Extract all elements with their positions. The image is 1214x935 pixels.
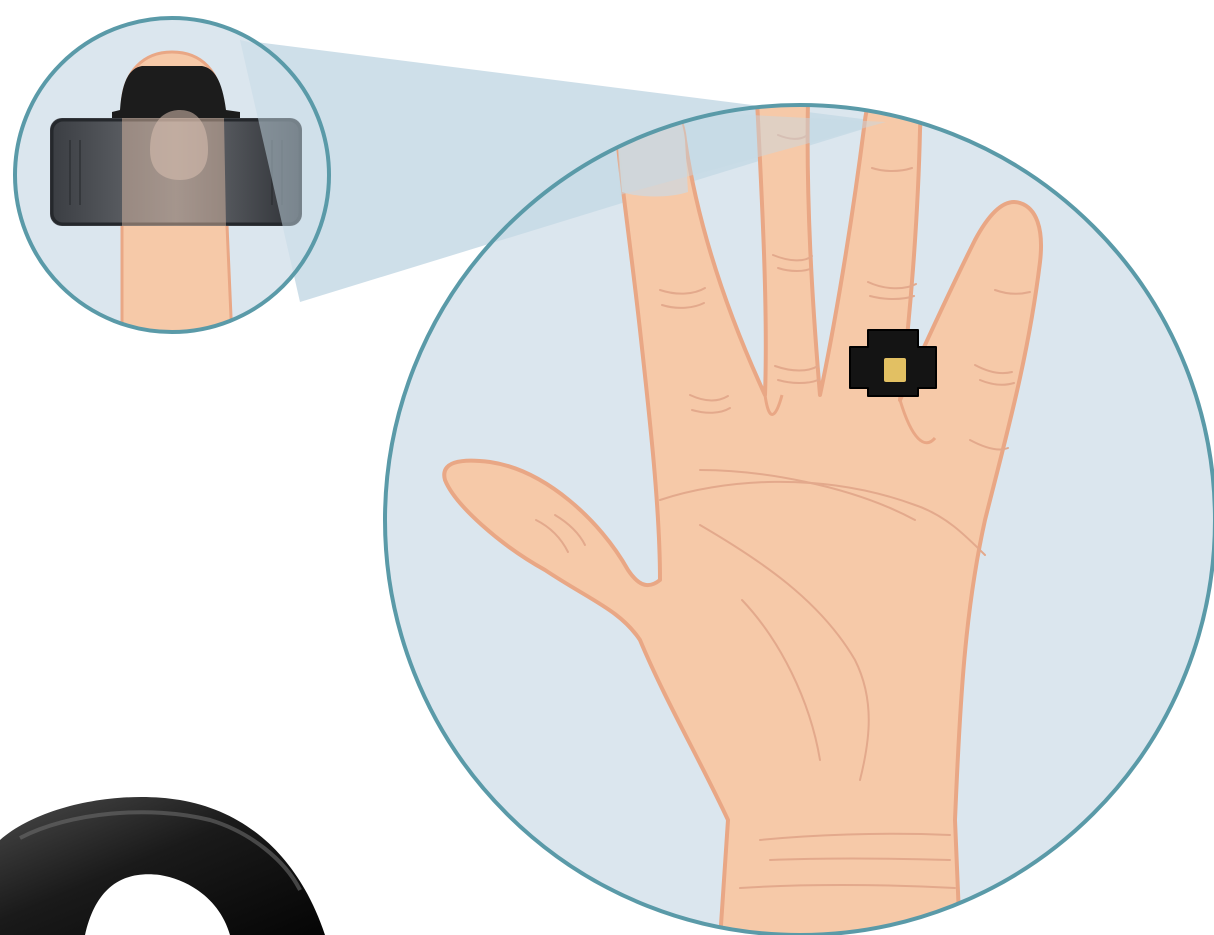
sensor-pad: [884, 358, 906, 382]
smart-ring-product-icon: [0, 797, 325, 935]
